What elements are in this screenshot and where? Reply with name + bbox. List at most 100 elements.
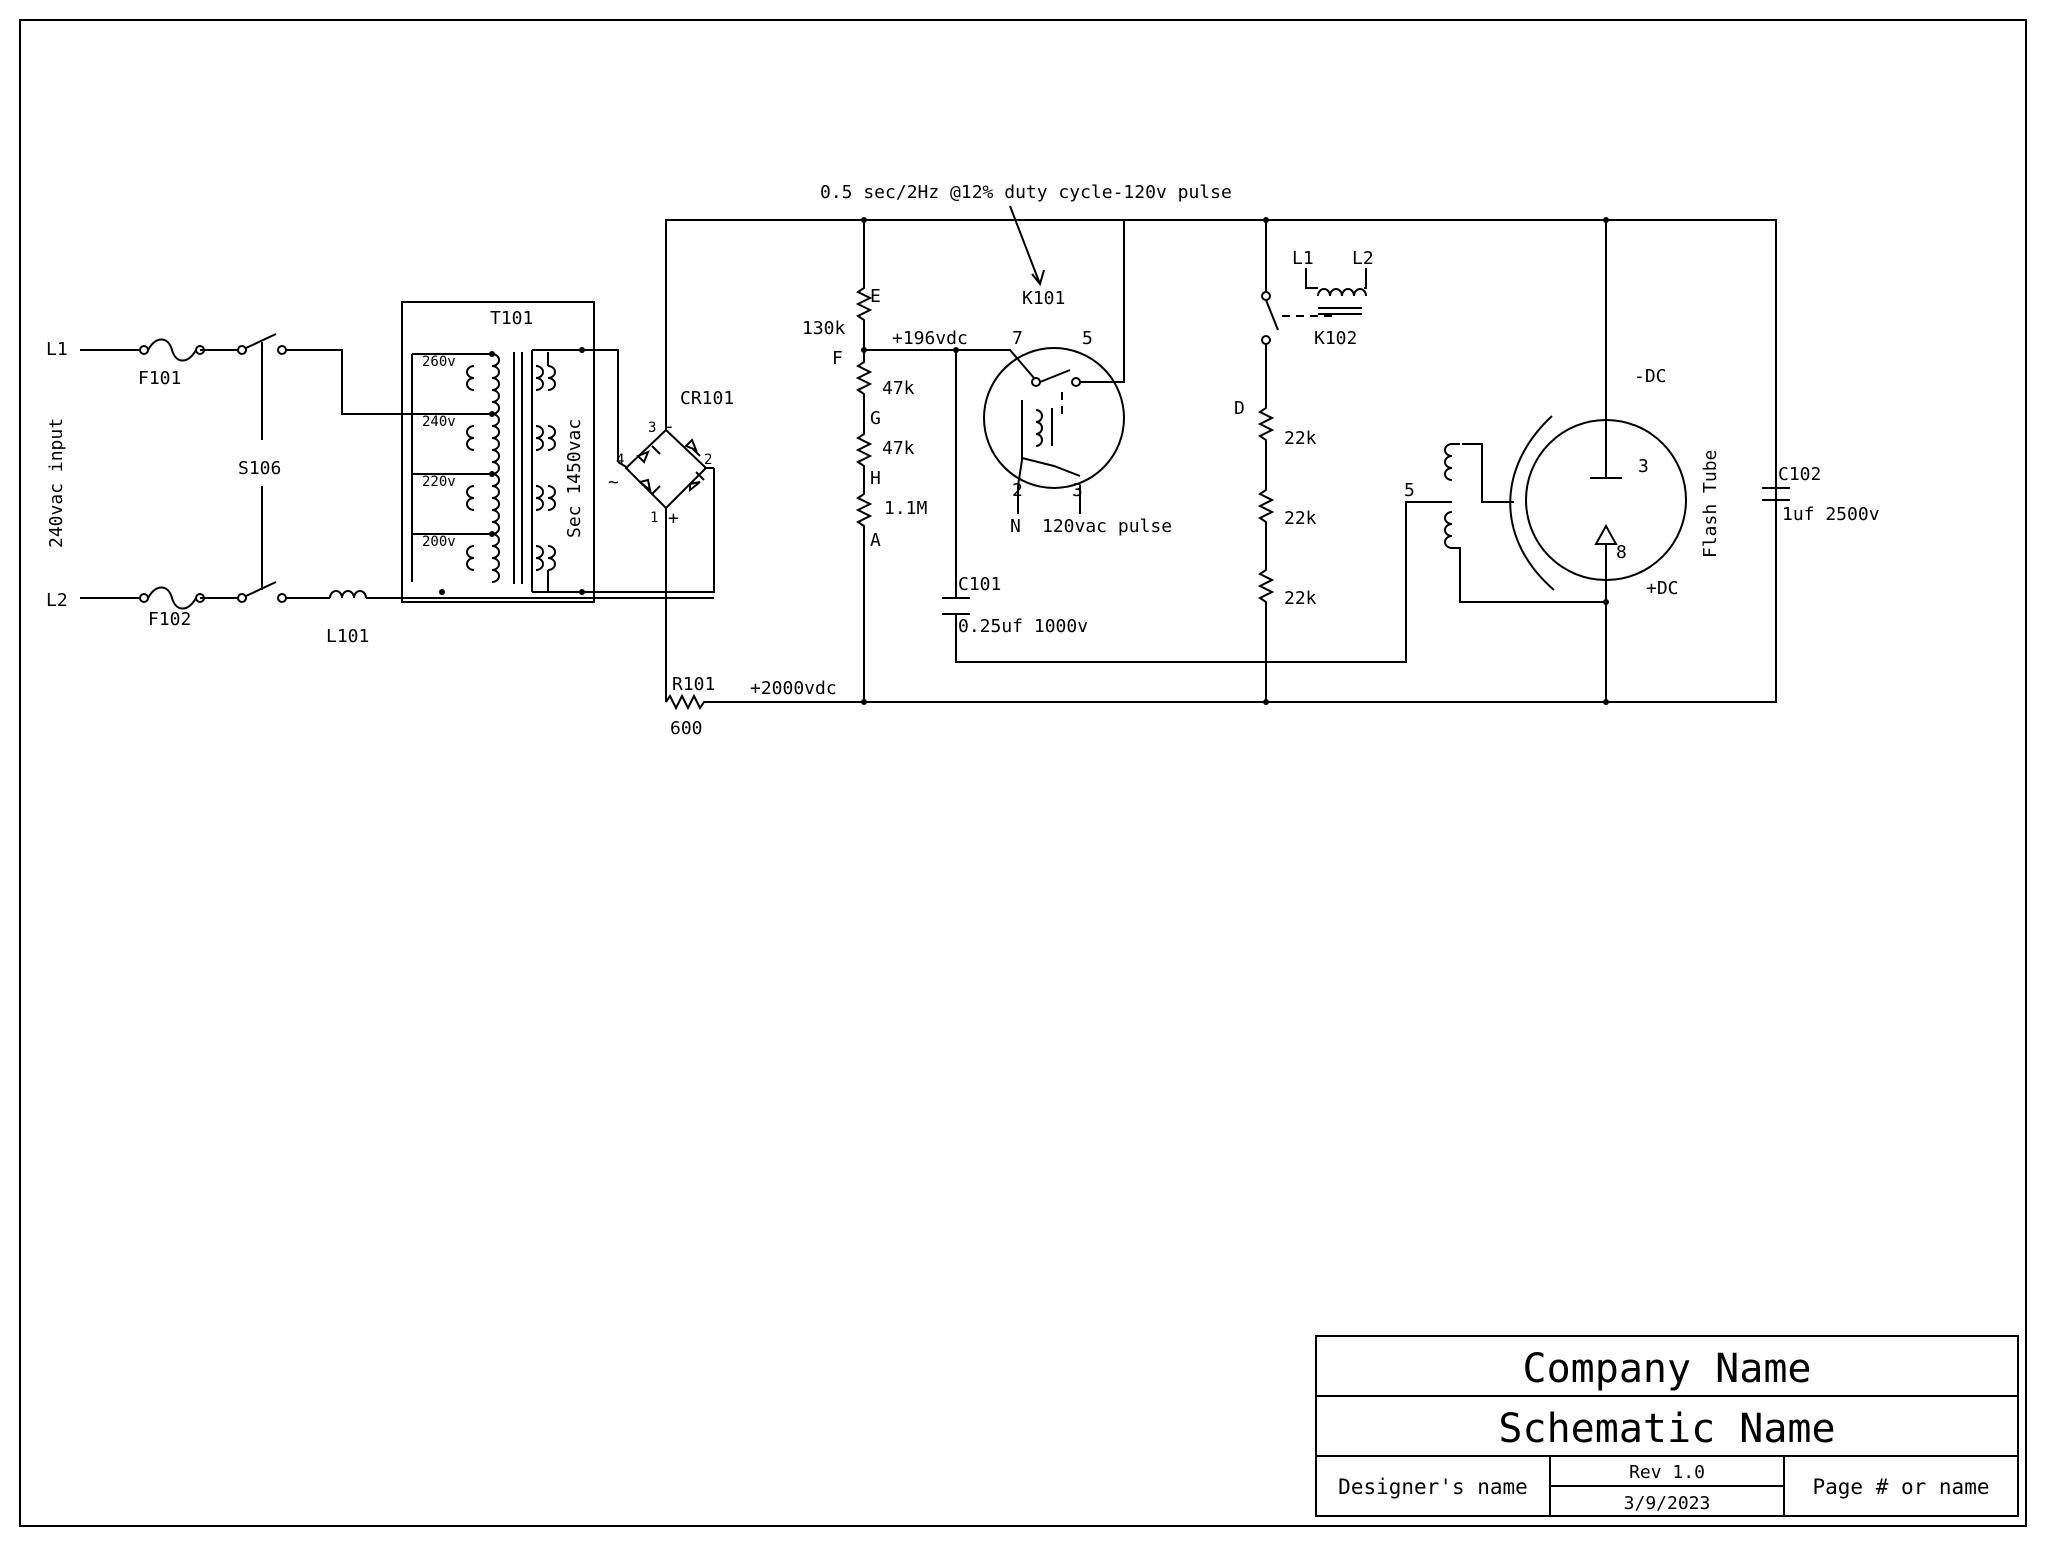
relay-k101-lead-2 — [1017, 400, 1081, 487]
bridge-diode-2 — [684, 438, 701, 457]
transformer-box — [401, 301, 595, 603]
c101-value: 0.25uf 1000v — [958, 616, 1088, 637]
resistor-r101: R101 600 — [665, 674, 864, 739]
switch-s106-a-contact1 — [237, 345, 247, 355]
k102-l2: L2 — [1352, 248, 1374, 269]
transformer-t101: T101 260v 240v 220v 200v Sec 1450vac — [401, 301, 595, 603]
flash-tube-label: Flash Tube — [1700, 450, 1721, 558]
capacitor-c101: C101 0.25uf 1000v — [942, 574, 1088, 637]
fuse-f102 — [147, 586, 197, 610]
k102-blade — [1265, 299, 1279, 331]
wire-secondary-bottom — [582, 468, 715, 593]
node-bottom-dot — [861, 699, 867, 705]
flash-tube-pin-8: 8 — [1616, 542, 1627, 563]
resistor-r101-value: 600 — [670, 718, 703, 739]
hv-bus-label: +2000vdc — [750, 678, 837, 699]
wire-c101 — [955, 350, 1418, 663]
sheet-border — [19, 19, 2027, 1527]
relay-k101: K101 7 5 2 3 N 120vac pulse — [983, 220, 1172, 537]
node-a: A — [870, 530, 881, 551]
trigger-coil: 5 — [1404, 443, 1606, 603]
tap-240v: 240v — [422, 414, 456, 430]
trigger-pin-5: 5 — [1404, 480, 1415, 501]
relay-k101-contact-5 — [1071, 377, 1081, 387]
flash-tube: -DC +DC 3 8 Flash Tube — [1509, 217, 1721, 705]
trigger-coil-winding — [1444, 443, 1453, 549]
k102-name: K102 — [1314, 328, 1357, 349]
c101-name: C101 — [958, 574, 1001, 595]
relay-k101-body — [983, 347, 1125, 489]
switch-s106-b-contact1 — [237, 593, 247, 603]
inductor-l101 — [329, 590, 367, 599]
relay-k102: L1 L2 K102 — [1261, 217, 1374, 349]
trigger-coil-wires — [1418, 443, 1606, 603]
primary-coil — [491, 353, 500, 583]
node-e: E — [870, 286, 881, 307]
flash-tube-bottom-dot — [1603, 699, 1609, 705]
fuse-f101-terminal-a — [139, 345, 149, 355]
tap-200v: 200v — [422, 534, 456, 550]
relay-k101-pin-2: 2 — [1012, 480, 1023, 501]
fuse-f101-label: F101 — [138, 368, 181, 389]
page-name: Page # or name — [1812, 1475, 1989, 1499]
fuse-f102-terminal-a — [139, 593, 149, 603]
primary-tap-wires — [412, 353, 492, 535]
schematic-name: Schematic Name — [1498, 1406, 1835, 1452]
resistor-r101-zigzag — [665, 693, 864, 711]
company-name: Company Name — [1523, 1346, 1812, 1392]
bridge-diode-4 — [689, 471, 705, 493]
wire-f-node — [864, 349, 1035, 379]
k102-contact-1 — [1261, 291, 1271, 301]
relay-k101-coil — [1035, 409, 1043, 447]
flash-tube-cathode-wire — [1590, 220, 1622, 479]
flash-tube-reflector — [1509, 415, 1555, 591]
primary-dot-bottom — [439, 589, 445, 595]
flash-tube-anode — [1594, 523, 1618, 702]
flash-tube-minus-dc: -DC — [1634, 366, 1667, 387]
pulse-note: 0.5 sec/2Hz @12% duty cycle-120v pulse — [820, 182, 1232, 203]
resistor-130k: 130k — [802, 318, 846, 339]
divider-wire — [855, 220, 873, 702]
node-f: F — [832, 348, 843, 369]
fuse-f101 — [147, 338, 197, 362]
resistor-1-1m: 1.1M — [884, 498, 928, 519]
relay-k101-arm — [1039, 369, 1071, 383]
relay-k101-name: K101 — [1022, 288, 1065, 309]
date: 3/9/2023 — [1624, 1493, 1711, 1514]
right-divider-22k-2: 22k — [1284, 508, 1317, 529]
note-arrow — [1009, 205, 1045, 287]
fuse-f101-terminal-b — [195, 345, 205, 355]
primary-left-coil — [466, 365, 475, 571]
switch-s106-b-contact2 — [277, 593, 287, 603]
right-divider-22k-3: 22k — [1284, 588, 1317, 609]
right-divider-node-d: D — [1234, 398, 1245, 419]
inductor-l101-label: L101 — [326, 626, 369, 647]
wire-secondary-top — [582, 349, 619, 462]
flash-tube-pin-3: 3 — [1638, 456, 1649, 477]
input-l2-label: L2 — [46, 590, 68, 611]
right-divider-wire — [1257, 344, 1275, 702]
k102-coil — [1317, 288, 1367, 297]
input-l1-label: L1 — [46, 339, 68, 360]
switch-s106-a-contact2 — [277, 345, 287, 355]
relay-k101-n: N — [1010, 516, 1021, 537]
bridge-minus: - — [664, 416, 675, 437]
fuse-f102-terminal-b — [195, 593, 205, 603]
k102-l1: L1 — [1292, 248, 1314, 269]
relay-k101-pin-leads — [1017, 486, 1081, 514]
relay-k101-pin-5: 5 — [1082, 328, 1093, 349]
k102-core — [1318, 307, 1362, 315]
bridge-pin-3: 3 — [648, 420, 656, 436]
title-block-frame — [1315, 1335, 2019, 1517]
input-section: L1 L2 240vac input F101 F102 S106 L101 — [46, 333, 714, 647]
input-voltage-label: 240vac input — [46, 418, 67, 548]
wire-hv-bus — [864, 508, 1777, 703]
node-h: H — [870, 468, 881, 489]
relay-k101-pin-7: 7 — [1012, 328, 1023, 349]
right-divider-bottom-dot — [1263, 699, 1269, 705]
k102-contact-2 — [1261, 335, 1271, 345]
bridge-ac-mark: ~ — [608, 472, 619, 493]
resistor-47k-1: 47k — [882, 378, 915, 399]
voltage-divider: E F G H A 130k 47k 47k 1.1M +196vdc — [802, 217, 968, 705]
